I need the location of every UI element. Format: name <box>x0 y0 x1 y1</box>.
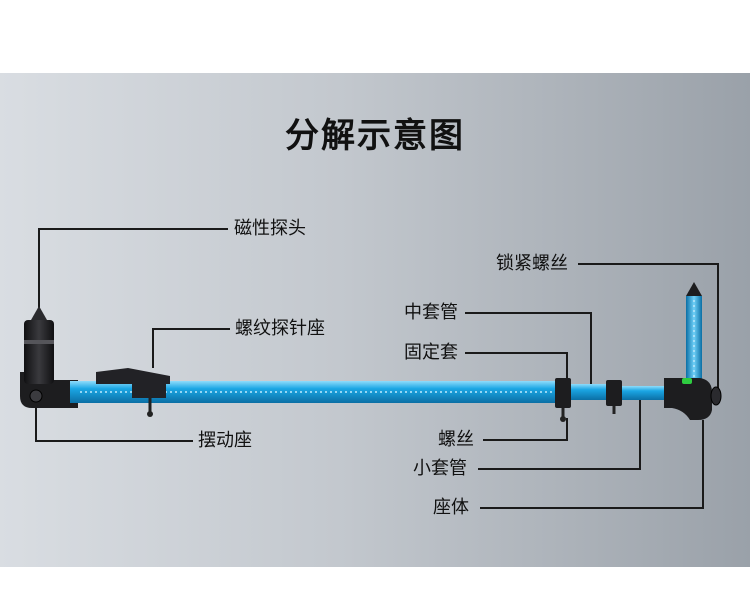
middle-sleeve <box>571 384 611 400</box>
screw-head <box>560 416 566 422</box>
label-swing-seat: 摆动座 <box>198 430 252 451</box>
leader-thread-probe-seat <box>152 328 230 368</box>
label-screw: 螺丝 <box>438 429 474 450</box>
label-small-sleeve: 小套管 <box>413 458 467 479</box>
background-panel <box>0 73 750 567</box>
leader-middle-sleeve <box>465 312 592 384</box>
vertical-tube <box>686 296 702 382</box>
lock-screw <box>710 386 722 406</box>
label-magnetic-probe: 磁性探头 <box>234 218 306 239</box>
swing-seat-knob <box>29 389 43 403</box>
leader-lines <box>35 228 719 509</box>
label-lock-screw: 锁紧螺丝 <box>496 253 568 274</box>
vertical-tube-tip <box>686 282 702 296</box>
leader-swing-seat <box>35 404 193 442</box>
diagram-title: 分解示意图 <box>285 116 465 156</box>
base-body <box>664 378 712 420</box>
label-thread-probe-seat: 螺纹探针座 <box>235 318 325 339</box>
leader-fixed-sleeve <box>465 352 568 384</box>
small-sleeve-tube <box>622 386 668 400</box>
fixed-sleeve <box>555 378 571 408</box>
magnetic-probe-tip <box>31 306 47 320</box>
thread-probe-seat-pin-head <box>147 411 153 417</box>
small-sleeve <box>606 380 622 406</box>
magnetic-probe-body <box>24 320 54 384</box>
leader-base-body <box>480 420 704 509</box>
label-base-body: 座体 <box>433 497 469 518</box>
label-fixed-sleeve: 固定套 <box>404 342 458 363</box>
magnetic-probe-ring <box>24 340 54 344</box>
leader-small-sleeve <box>478 398 641 470</box>
leader-magnetic-probe <box>38 228 228 310</box>
thread-probe-seat-base <box>132 380 166 398</box>
label-middle-sleeve: 中套管 <box>404 302 458 323</box>
level-bubble <box>682 378 692 384</box>
leader-screw <box>483 418 568 441</box>
